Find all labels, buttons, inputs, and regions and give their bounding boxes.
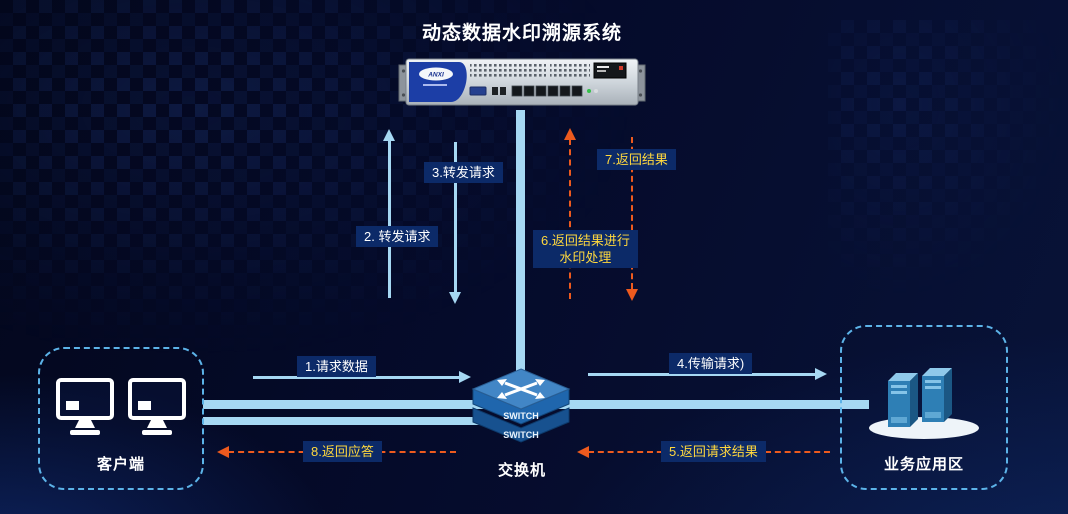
flow-1-arrow	[253, 376, 459, 379]
switch-face-text-lower: SWITCH	[503, 430, 539, 440]
watermark-server-icon: ANXI	[398, 58, 646, 106]
app-zone: 业务应用区	[840, 325, 1008, 490]
app-zone-label: 业务应用区	[883, 456, 964, 473]
flow-5-arrowhead	[577, 446, 589, 458]
flow-7-arrow	[631, 137, 633, 289]
flow-4-arrow	[588, 373, 815, 376]
flow-1-arrowhead	[459, 371, 471, 383]
flow-7-label: 7.返回结果	[597, 149, 676, 170]
switch-icon: SWITCH SWITCH	[471, 368, 571, 443]
flow-7-arrowhead	[626, 289, 638, 301]
flow-3-arrowhead	[383, 129, 395, 141]
flow-2-arrowhead	[449, 292, 461, 304]
flow-8-arrowhead	[217, 446, 229, 458]
flow-3-arrow	[388, 140, 391, 298]
server-vent-grid	[470, 64, 546, 78]
trunk-vertical-line	[516, 110, 525, 416]
server-logo-text: ANXI	[427, 72, 444, 79]
flow-6-label-line1: 6.返回结果进行	[541, 233, 630, 248]
flow-6-arrowhead	[564, 128, 576, 140]
server-vga-port	[469, 86, 487, 96]
flow-4-label: 4.传输请求)	[669, 353, 753, 374]
switch-label: 交换机	[497, 462, 546, 479]
flow-6-label-line2: 水印处理	[559, 250, 612, 265]
server-ethernet-ports	[511, 85, 583, 97]
client-computers-icon	[56, 378, 186, 435]
flow-5-label: 5.返回请求结果	[661, 441, 766, 462]
diagram-title: 动态数据水印溯源系统	[421, 23, 623, 44]
app-servers-icon	[869, 368, 979, 439]
flow-6-label: 6.返回结果进行 水印处理	[533, 230, 638, 268]
flow-1-label: 1.请求数据	[297, 356, 376, 377]
flow-6-arrow	[569, 139, 571, 299]
flow-3-label: 3.转发请求	[424, 162, 503, 183]
client-zone: 客户端	[38, 347, 204, 490]
switch-face-text-upper: SWITCH	[503, 411, 539, 421]
flow-4-arrowhead	[815, 368, 827, 380]
server-tower-right	[922, 368, 952, 422]
flow-2-label: 2. 转发请求	[356, 226, 439, 247]
background-pixel-pattern	[828, 20, 1068, 300]
client-switch-line	[203, 417, 495, 425]
switch-arrows-glyph	[504, 381, 538, 397]
client-label: 客户端	[96, 456, 145, 473]
flow-2-arrow	[454, 142, 457, 292]
server-tower-left	[888, 373, 918, 427]
flow-8-label: 8.返回应答	[303, 441, 382, 462]
